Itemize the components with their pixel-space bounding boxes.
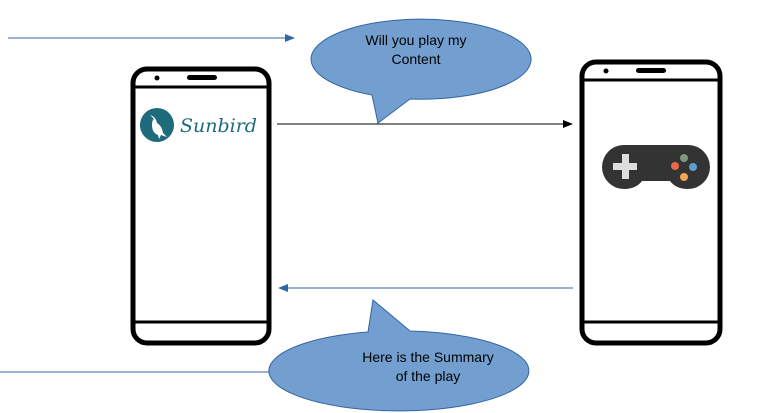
sunbird-logo-text: Sunbird xyxy=(180,115,257,137)
request-bubble-line2: Content xyxy=(391,51,440,67)
response-bubble-line2: of the play xyxy=(396,368,461,384)
response-bubble: Here is the Summary of the play xyxy=(268,299,530,412)
speaker-icon xyxy=(636,68,666,73)
speaker-icon xyxy=(187,75,217,80)
camera-icon xyxy=(603,68,609,74)
gamepad-icon xyxy=(602,145,710,189)
right-phone xyxy=(579,59,723,346)
camera-icon xyxy=(154,75,160,81)
request-bubble: Will you play my Content xyxy=(310,18,532,124)
response-bubble-line1: Here is the Summary xyxy=(362,349,493,365)
left-phone: Sunbird xyxy=(130,66,272,346)
request-bubble-line1: Will you play my xyxy=(365,32,466,48)
